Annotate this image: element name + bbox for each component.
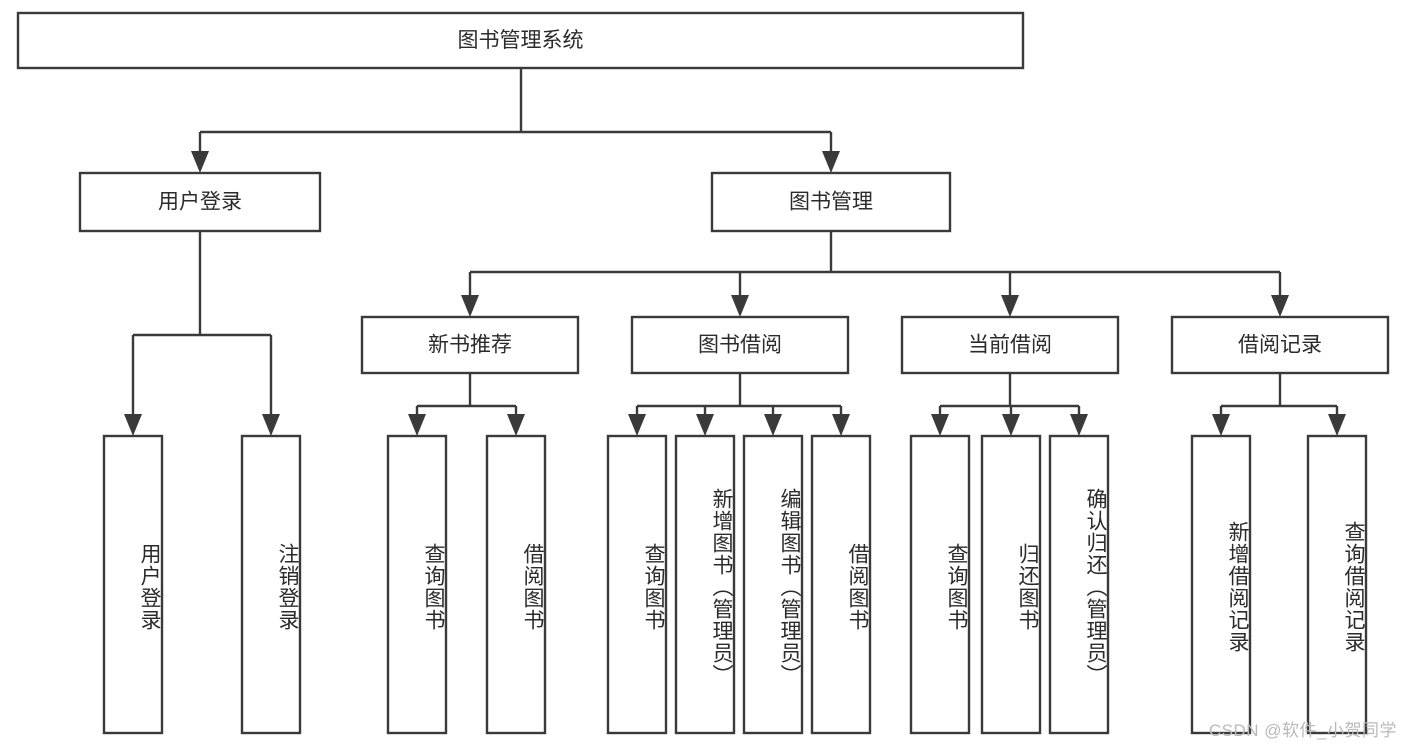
- arrow-head: [408, 414, 426, 436]
- boxes-layer: [16, 11, 1390, 735]
- arrow-head: [696, 414, 714, 436]
- node-label: 图书管理系统: [458, 29, 584, 52]
- level3-node-3[interactable]: [1170, 315, 1390, 375]
- arrow-head: [1212, 414, 1230, 436]
- node-label: 当前借阅: [968, 334, 1052, 357]
- leaf-node-4[interactable]: [606, 434, 668, 735]
- level2-node-1[interactable]: [710, 171, 952, 233]
- leaf-node-3[interactable]: [485, 434, 547, 735]
- arrow-head: [1002, 414, 1020, 436]
- arrow-head: [124, 414, 142, 436]
- level3-node-0[interactable]: [360, 315, 580, 375]
- leaf-node-1[interactable]: [240, 434, 302, 735]
- leaf-node-11[interactable]: [1190, 434, 1252, 735]
- node-label: 图书借阅: [698, 334, 782, 357]
- leaf-node-6[interactable]: [742, 434, 804, 735]
- watermark: CSDN @软件_小贺同学: [1208, 721, 1397, 740]
- node-label: 借阅记录: [1238, 334, 1322, 357]
- node-label: 图书管理: [789, 191, 873, 214]
- level3-node-2[interactable]: [900, 315, 1120, 375]
- arrow-head: [461, 295, 479, 317]
- arrow-head: [1001, 295, 1019, 317]
- level2-node-0[interactable]: [78, 171, 322, 233]
- leaf-node-7[interactable]: [810, 434, 872, 735]
- node-label: 用户登录: [158, 191, 242, 214]
- root-node[interactable]: [16, 11, 1025, 70]
- arrow-head: [822, 151, 840, 173]
- leaf-node-0[interactable]: [102, 434, 164, 735]
- arrow-head: [731, 295, 749, 317]
- leaf-node-2[interactable]: [386, 434, 448, 735]
- arrow-head: [507, 414, 525, 436]
- arrow-head: [1328, 414, 1346, 436]
- arrow-head: [262, 414, 280, 436]
- arrow-head: [832, 414, 850, 436]
- node-label: 新书推荐: [428, 334, 512, 357]
- arrow-head: [191, 151, 209, 173]
- arrow-head: [628, 414, 646, 436]
- leaf-node-5[interactable]: [674, 434, 736, 735]
- leaf-node-9[interactable]: [980, 434, 1042, 735]
- leaf-node-10[interactable]: [1048, 434, 1110, 735]
- arrow-head: [1271, 295, 1289, 317]
- arrow-head: [764, 414, 782, 436]
- leaf-node-12[interactable]: [1306, 434, 1368, 735]
- leaf-node-8[interactable]: [909, 434, 971, 735]
- arrow-head: [1070, 414, 1088, 436]
- arrow-head: [931, 414, 949, 436]
- connectors-layer: [124, 68, 1346, 436]
- level3-node-1[interactable]: [630, 315, 850, 375]
